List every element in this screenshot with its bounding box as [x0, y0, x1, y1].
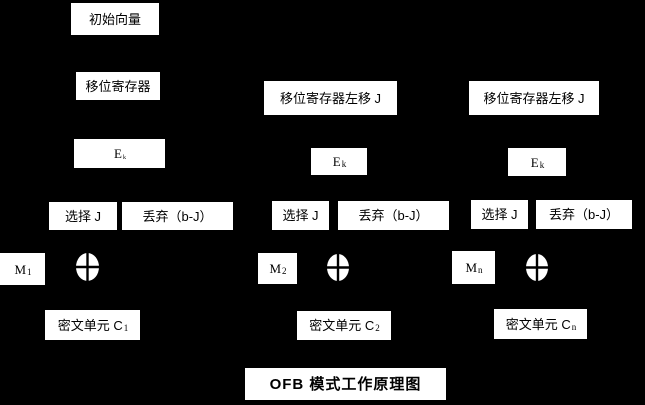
initial-vector-box: 初始向量	[71, 3, 159, 35]
message-subscript-m1: 1	[27, 266, 32, 277]
encrypt-label-2: E	[332, 154, 341, 169]
select-j-box-2: 选择 J	[272, 201, 329, 230]
message-label-m1: M	[14, 261, 27, 277]
select-j-box-3: 选择 J	[471, 200, 528, 229]
ciphertext-subscript-cn: n	[571, 321, 577, 332]
message-subscript-m2: 2	[282, 266, 287, 276]
encrypt-subscript-1: k	[122, 154, 126, 161]
shift-register-box-2: 移位寄存器左移 J	[264, 81, 397, 115]
discard-box-3: 丢弃（b-J）	[536, 200, 632, 229]
ciphertext-label-cn: 密文单元 C	[505, 316, 571, 332]
encrypt-label-1: E	[114, 146, 122, 161]
xor-icon	[76, 253, 99, 281]
xor-icon	[526, 254, 548, 281]
discard-box-2: 丢弃（b-J）	[338, 201, 449, 230]
ciphertext-subscript-c1: 1	[123, 322, 129, 333]
discard-box-1: 丢弃（b-J）	[122, 202, 233, 230]
ciphertext-label-c2: 密文单元 C	[309, 318, 375, 333]
message-label-mn: M	[465, 260, 478, 275]
message-subscript-mn: n	[478, 265, 483, 275]
encrypt-subscript-2: k	[341, 159, 347, 169]
xor-icon	[327, 254, 349, 281]
ciphertext-label-c1: 密文单元 C	[57, 317, 123, 333]
shift-register-box-3: 移位寄存器左移 J	[469, 81, 599, 115]
diagram-title: OFB 模式工作原理图	[245, 368, 446, 400]
message-label-m2: M	[269, 261, 282, 276]
encrypt-subscript-3: k	[539, 159, 545, 170]
shift-register-box-1: 移位寄存器	[76, 72, 160, 100]
ciphertext-subscript-c2: 2	[375, 323, 380, 333]
encrypt-label-3: E	[530, 154, 539, 170]
select-j-box-1: 选择 J	[49, 202, 117, 230]
